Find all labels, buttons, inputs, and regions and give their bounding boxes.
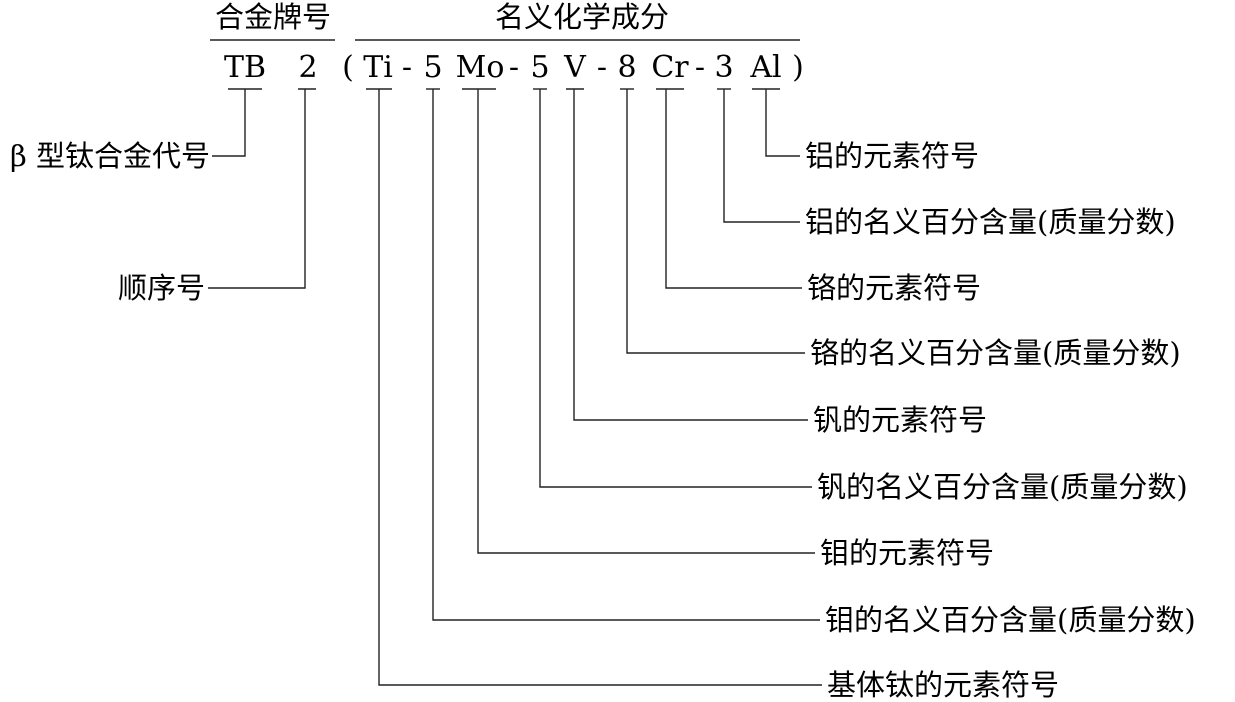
label-mo-symbol: 钼的元素符号 xyxy=(820,536,994,570)
right-callouts: 铝的元素符号 铝的名义百分含量(质量分数) 铬的元素符号 铬的名义百分含量(质量… xyxy=(378,89,1196,702)
label-ti-symbol: 基体钛的元素符号 xyxy=(827,668,1059,702)
label-mo-content: 钼的名义百分含量(质量分数) xyxy=(825,603,1196,637)
label-beta-titanium-alloy-code: β 型钛合金代号 xyxy=(10,139,210,173)
connector-sequence xyxy=(208,89,306,289)
connector-mo xyxy=(477,89,815,554)
token-al: Al xyxy=(749,50,781,85)
token-ti: Ti xyxy=(363,50,393,85)
label-sequence-number: 顺序号 xyxy=(118,271,205,305)
label-al-content: 铝的名义百分含量(质量分数) xyxy=(805,205,1176,239)
connector-mo-percent xyxy=(432,89,820,621)
token-v: V xyxy=(563,50,587,85)
token-grade-prefix: TB xyxy=(224,50,266,85)
connector-al-percent xyxy=(723,89,800,223)
connector-ti xyxy=(378,89,822,686)
label-al-symbol: 铝的元素符号 xyxy=(805,139,979,173)
left-callouts: β 型钛合金代号 顺序号 xyxy=(10,89,306,305)
connector-cr-percent xyxy=(626,89,805,354)
token-close-paren: ) xyxy=(792,50,804,85)
token-cr: Cr xyxy=(651,50,689,85)
label-cr-content: 铬的名义百分含量(质量分数) xyxy=(810,336,1181,370)
connector-v xyxy=(573,89,808,421)
token-dash: - xyxy=(509,50,519,85)
token-dash: - xyxy=(695,50,705,85)
connector-al xyxy=(765,89,800,157)
designation-tokens: TB 2 ( Ti - 5 Mo - 5 V - 8 Cr - 3 Al ) xyxy=(224,50,804,85)
connector-cr xyxy=(665,89,802,289)
connector-tb xyxy=(212,89,246,157)
connector-v-percent xyxy=(539,89,812,488)
label-v-symbol: 钒的元素符号 xyxy=(813,403,987,437)
token-mo: Mo xyxy=(456,50,505,85)
label-v-content: 钒的名义百分含量(质量分数) xyxy=(817,470,1188,504)
token-sequence-number: 2 xyxy=(298,50,317,85)
token-dash: - xyxy=(597,50,607,85)
token-cr-percent: 8 xyxy=(617,50,636,85)
header-composition-label: 名义化学成分 xyxy=(495,0,669,34)
token-al-percent: 3 xyxy=(714,50,733,85)
token-v-percent: 5 xyxy=(530,50,549,85)
token-dash: - xyxy=(402,50,412,85)
token-mo-percent: 5 xyxy=(423,50,442,85)
token-open-paren: ( xyxy=(342,50,354,85)
header-grade-label: 合金牌号 xyxy=(215,0,331,34)
label-cr-symbol: 铬的元素符号 xyxy=(807,271,981,305)
